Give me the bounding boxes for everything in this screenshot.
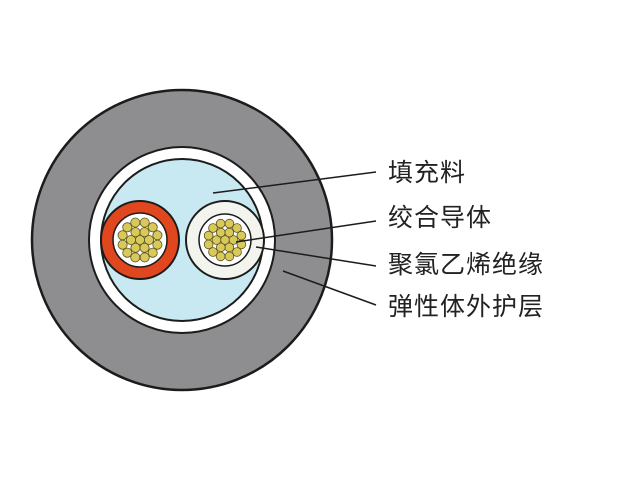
right-core-strand-9 [224,251,235,262]
right-core-strand-13 [203,230,214,241]
right-core-strand-15 [215,218,226,229]
right-core-strand-2 [224,242,235,253]
right-core-strand-14 [208,223,218,233]
left-core-strand-8 [147,247,158,258]
label-stranded-conductor: 绞合导体 [388,203,492,232]
right-core-strand-1 [228,235,239,245]
left-core-strands [117,217,163,263]
left-core-strand-16 [139,217,150,228]
right-core-strand-12 [203,239,214,250]
leader-line-filler [212,171,377,194]
left-core-strand-17 [147,222,158,233]
right-core-strand-4 [211,235,222,245]
left-core-strand-15 [130,217,141,228]
left-core-strand-12 [117,239,128,250]
left-core-strand-4 [126,234,137,245]
right-core [185,200,265,280]
right-core-strand-8 [232,247,242,257]
right-core-strands [203,218,247,262]
left-core-strand-1 [143,234,154,245]
right-core-strand-17 [232,223,242,233]
left-core-strand-10 [130,252,141,263]
right-core-strand-18 [236,230,247,241]
left-core-strand-14 [122,222,133,233]
label-elastomer-sheath: 弹性体外护层 [388,292,544,321]
left-core [100,200,180,280]
leader-line-insulation [255,246,377,267]
right-core-strand-5 [216,227,226,238]
left-core-strand-2 [139,242,150,253]
left-core-strand-6 [139,227,150,238]
label-filler: 填充料 [388,158,466,187]
left-core-strand-9 [139,252,150,263]
right-core-strand-11 [208,247,218,257]
left-core-strand-3 [130,242,141,253]
right-core-strand-10 [215,251,226,262]
leader-line-conductor [235,220,377,243]
right-core-strand-6 [224,227,235,238]
leader-line-sheath [282,270,377,306]
left-core-strand-11 [122,247,133,258]
left-core-strand-18 [152,230,163,241]
left-core-strand-7 [152,239,163,250]
left-core-strand-5 [130,227,141,238]
label-pvc-insulation: 聚氯乙烯绝缘 [388,250,544,279]
right-core-strand-16 [224,218,235,229]
left-core-strand-13 [117,230,128,241]
